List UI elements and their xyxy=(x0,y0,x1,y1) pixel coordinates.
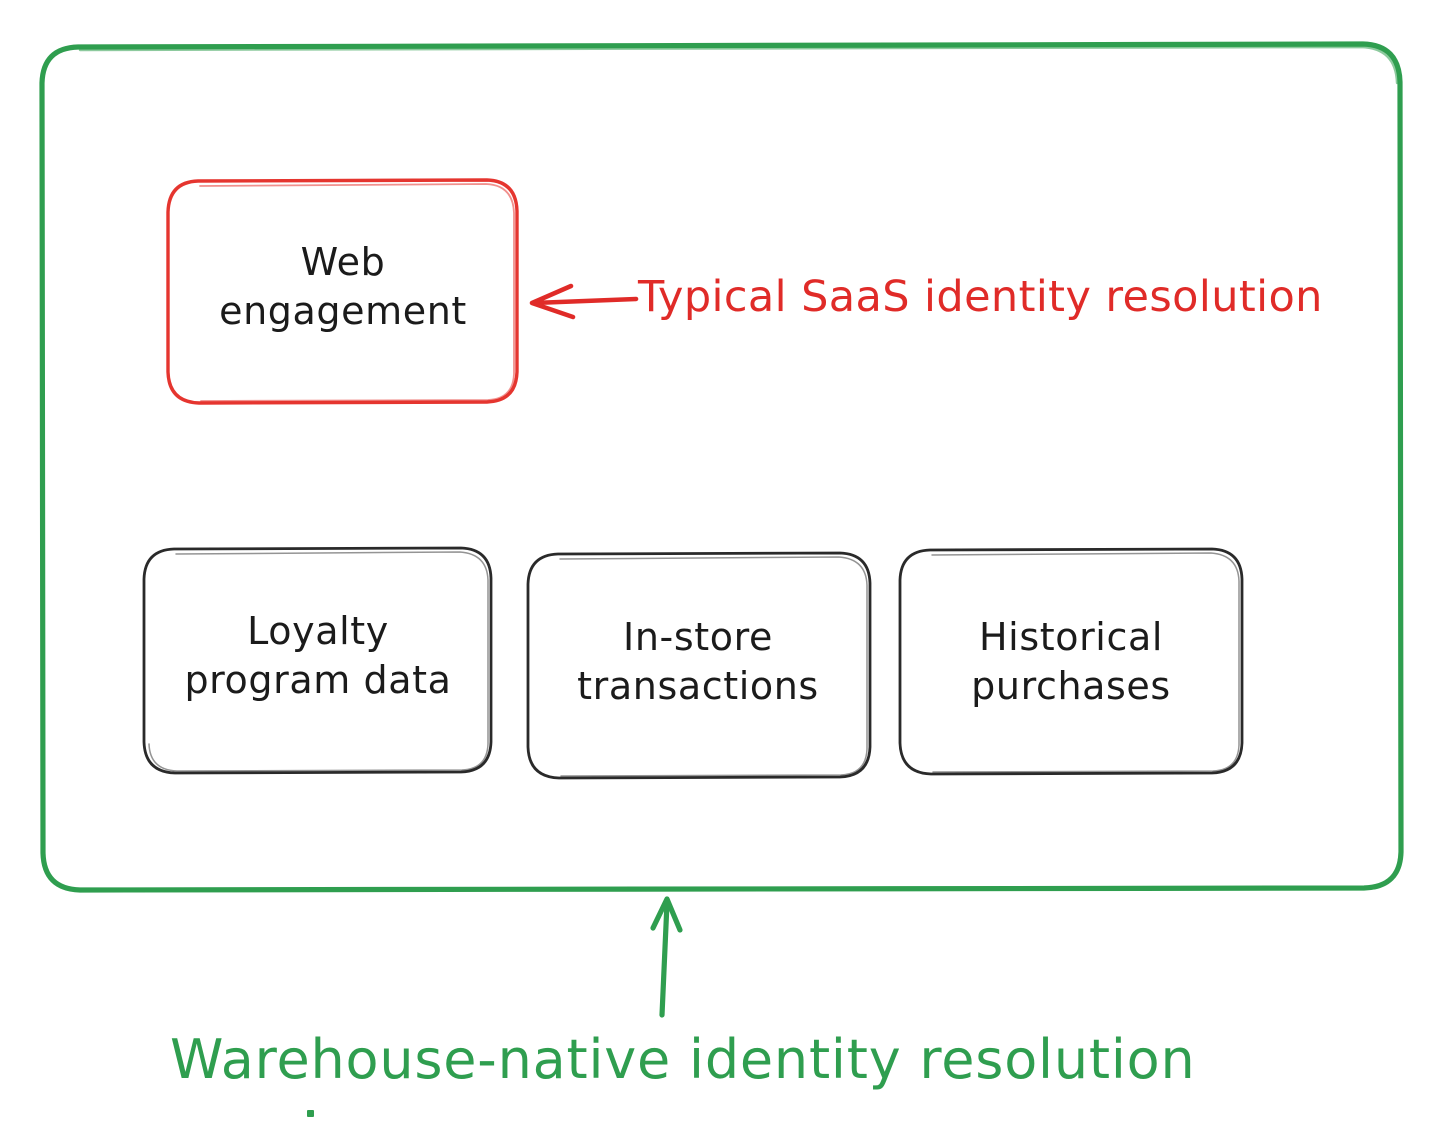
in-store-transactions-box-shape xyxy=(526,551,872,780)
warehouse-native-arrow-icon xyxy=(650,896,683,1018)
historical-purchases-box-shape xyxy=(898,547,1244,776)
warehouse-native-annotation: Warehouse-native identity resolution xyxy=(170,1028,1196,1091)
web-engagement-box-shape xyxy=(166,178,519,405)
warehouse-container-shape xyxy=(39,41,1404,893)
loyalty-program-data-box-shape xyxy=(142,546,493,775)
ink-speck xyxy=(307,1110,314,1117)
typical-saas-annotation: Typical SaaS identity resolution xyxy=(638,272,1323,322)
typical-saas-arrow-icon xyxy=(529,283,639,320)
